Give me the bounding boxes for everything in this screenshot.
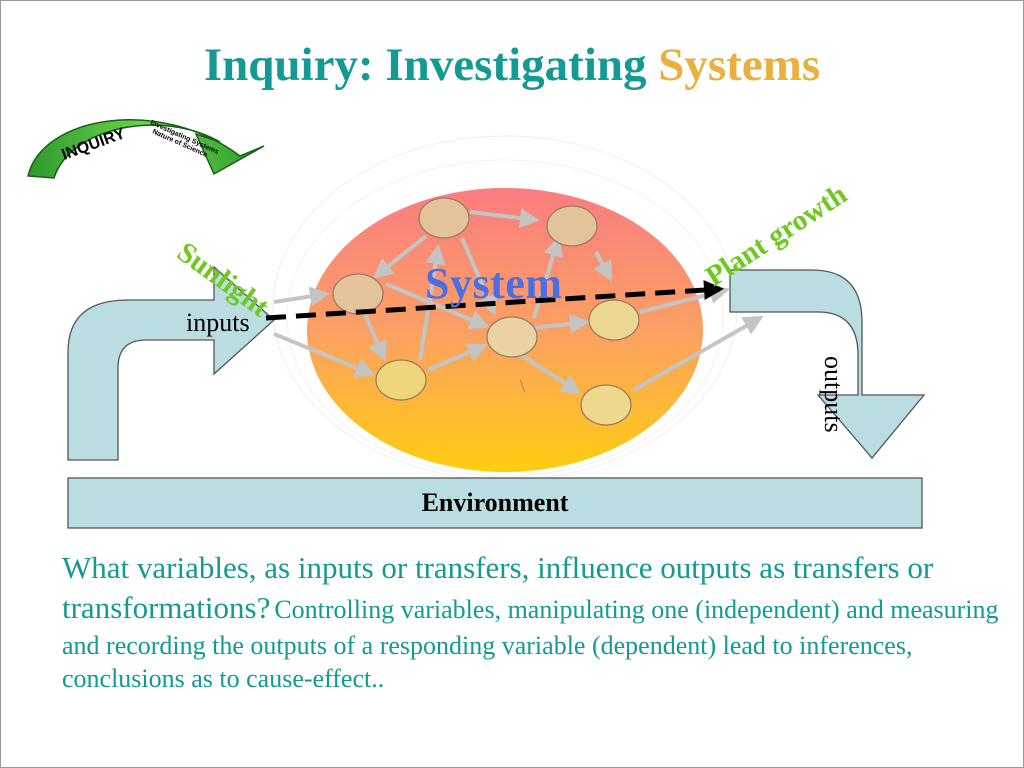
node-3 <box>332 273 384 315</box>
paragraph-explanation: Controlling variables, manipulating one … <box>62 595 999 694</box>
output-arrow <box>729 269 926 460</box>
node-2 <box>546 205 598 247</box>
inputs-label: inputs <box>186 308 250 337</box>
title-accent: Systems <box>658 39 821 91</box>
body-paragraph: What variables, as inputs or transfers, … <box>62 548 1012 696</box>
stray-mark: \ <box>520 376 525 396</box>
node-4 <box>486 316 538 358</box>
system-halo-inner <box>286 159 724 477</box>
dashed-inquiry-arrow <box>265 280 724 321</box>
system-nodes <box>332 197 640 426</box>
node-7 <box>580 384 632 426</box>
node-5 <box>588 299 640 341</box>
inquiry-logo-icon: INQUIRY Investigating Systems Nature of … <box>27 119 265 179</box>
environment-label: Environment <box>421 488 569 517</box>
paragraph-question: What variables, as inputs or transfers, … <box>62 550 934 626</box>
node-6 <box>375 359 427 401</box>
outputs-label: outputs <box>819 356 848 433</box>
system-label: System <box>425 259 563 308</box>
environment-bar <box>67 477 923 529</box>
page-title: Inquiry: Investigating Systems <box>0 38 1024 92</box>
node-1 <box>418 197 470 239</box>
system-connections <box>273 208 764 395</box>
title-main: Inquiry: Investigating <box>203 39 659 91</box>
input-arrow <box>67 265 275 461</box>
